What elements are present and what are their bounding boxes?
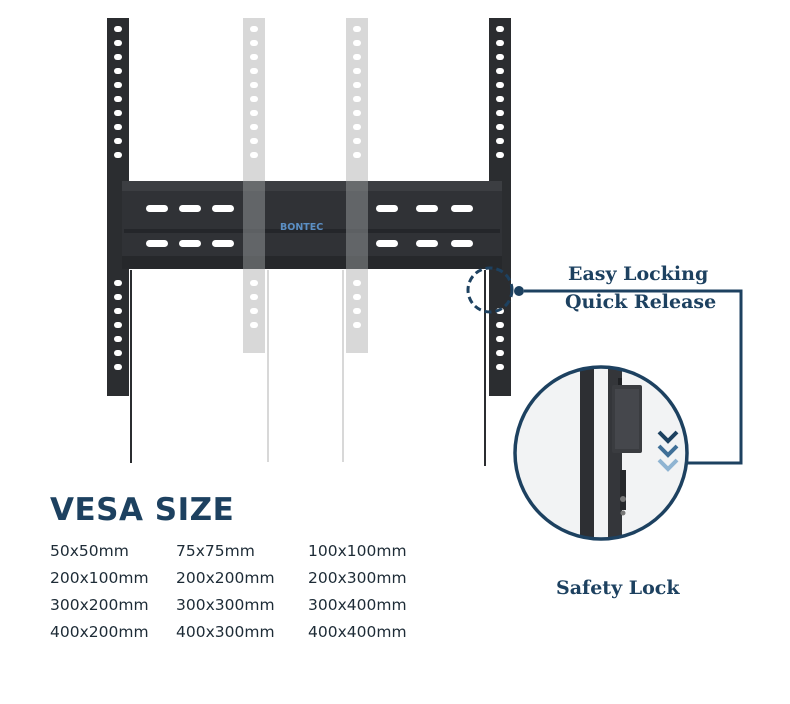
vesa-size: 300x200mm	[50, 596, 149, 614]
quick-release-label: Quick Release	[565, 291, 717, 313]
vesa-size-title: VESA SIZE	[50, 492, 235, 528]
vesa-size-grid: 50x50mm 75x75mm 100x100mm 200x100mm 200x…	[50, 541, 438, 642]
safety-lock-zoom	[513, 365, 689, 541]
vesa-size: 400x300mm	[176, 623, 275, 641]
vesa-size: 200x100mm	[50, 569, 149, 587]
vesa-size: 300x300mm	[176, 596, 275, 614]
callout-connector	[524, 289, 743, 465]
brand-logo: BONTEC	[280, 222, 323, 233]
easy-locking-label: Easy Locking	[568, 263, 709, 285]
vesa-size: 200x300mm	[308, 569, 407, 587]
vesa-size: 200x200mm	[176, 569, 275, 587]
wall-plate	[122, 181, 502, 269]
locking-callout-ring	[466, 266, 514, 314]
vesa-size: 75x75mm	[176, 542, 255, 560]
vesa-size: 400x200mm	[50, 623, 149, 641]
vesa-size: 50x50mm	[50, 542, 129, 560]
safety-lock-label: Safety Lock	[556, 577, 680, 599]
callout-dot	[514, 286, 524, 296]
vesa-size: 300x400mm	[308, 596, 407, 614]
vesa-size: 100x100mm	[308, 542, 407, 560]
chevron-down-icon	[657, 444, 679, 458]
chevron-down-icon	[657, 458, 679, 472]
vesa-size: 400x400mm	[308, 623, 407, 641]
chevron-down-icon	[657, 430, 679, 444]
mount-arm-left	[107, 18, 132, 463]
